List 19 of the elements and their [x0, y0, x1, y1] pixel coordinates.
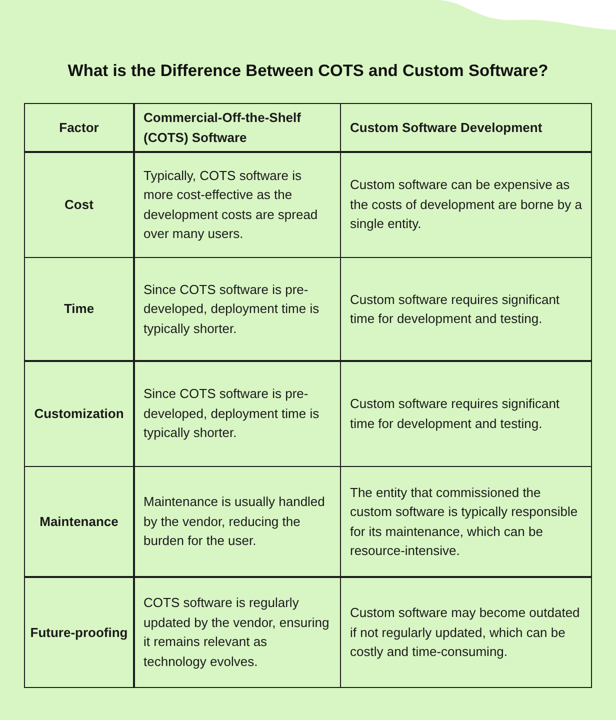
factor-name: Future-proofing	[25, 578, 133, 687]
factor-name: Time	[25, 258, 133, 360]
description-text: Custom software can be expensive as the costs of development are borne by a single entity.	[341, 152, 591, 256]
description-text: The entity that commissioned the custom software is typically responsible for its maintenance, which can be resource-intensive.	[341, 467, 591, 576]
description-text: Typically, COTS software is more cost-effective as the development costs are spread over many users.	[134, 152, 340, 256]
description-text: Custom software requires significant time for development and testing.	[341, 362, 591, 466]
title: What is the Difference Between COTS and Custom Software?	[66, 62, 550, 81]
description-text: Custom software may become outdated if not regularly updated, which can be costly and time-consuming.	[341, 578, 591, 687]
description-text: Custom software requires significant time for development and testing.	[341, 258, 591, 360]
column-header: Factor	[25, 104, 133, 151]
column-header: Custom Software Development	[341, 104, 591, 151]
column-header: Commercial-Off-the-Shelf (COTS) Software	[134, 104, 340, 151]
description-text: Since COTS software is pre-developed, deployment time is typically shorter.	[134, 362, 340, 466]
description-text: Since COTS software is pre-developed, deployment time is typically shorter.	[134, 258, 340, 360]
factor-name: Maintenance	[25, 467, 133, 576]
factor-name: Cost	[25, 152, 133, 256]
description-text: Maintenance is usually handled by the vendor, reducing the burden for the user.	[134, 467, 340, 576]
factor-name: Customization	[25, 362, 133, 466]
description-text: COTS software is regularly updated by the vendor, ensuring it remains relevant as technology evolves.	[134, 578, 340, 687]
